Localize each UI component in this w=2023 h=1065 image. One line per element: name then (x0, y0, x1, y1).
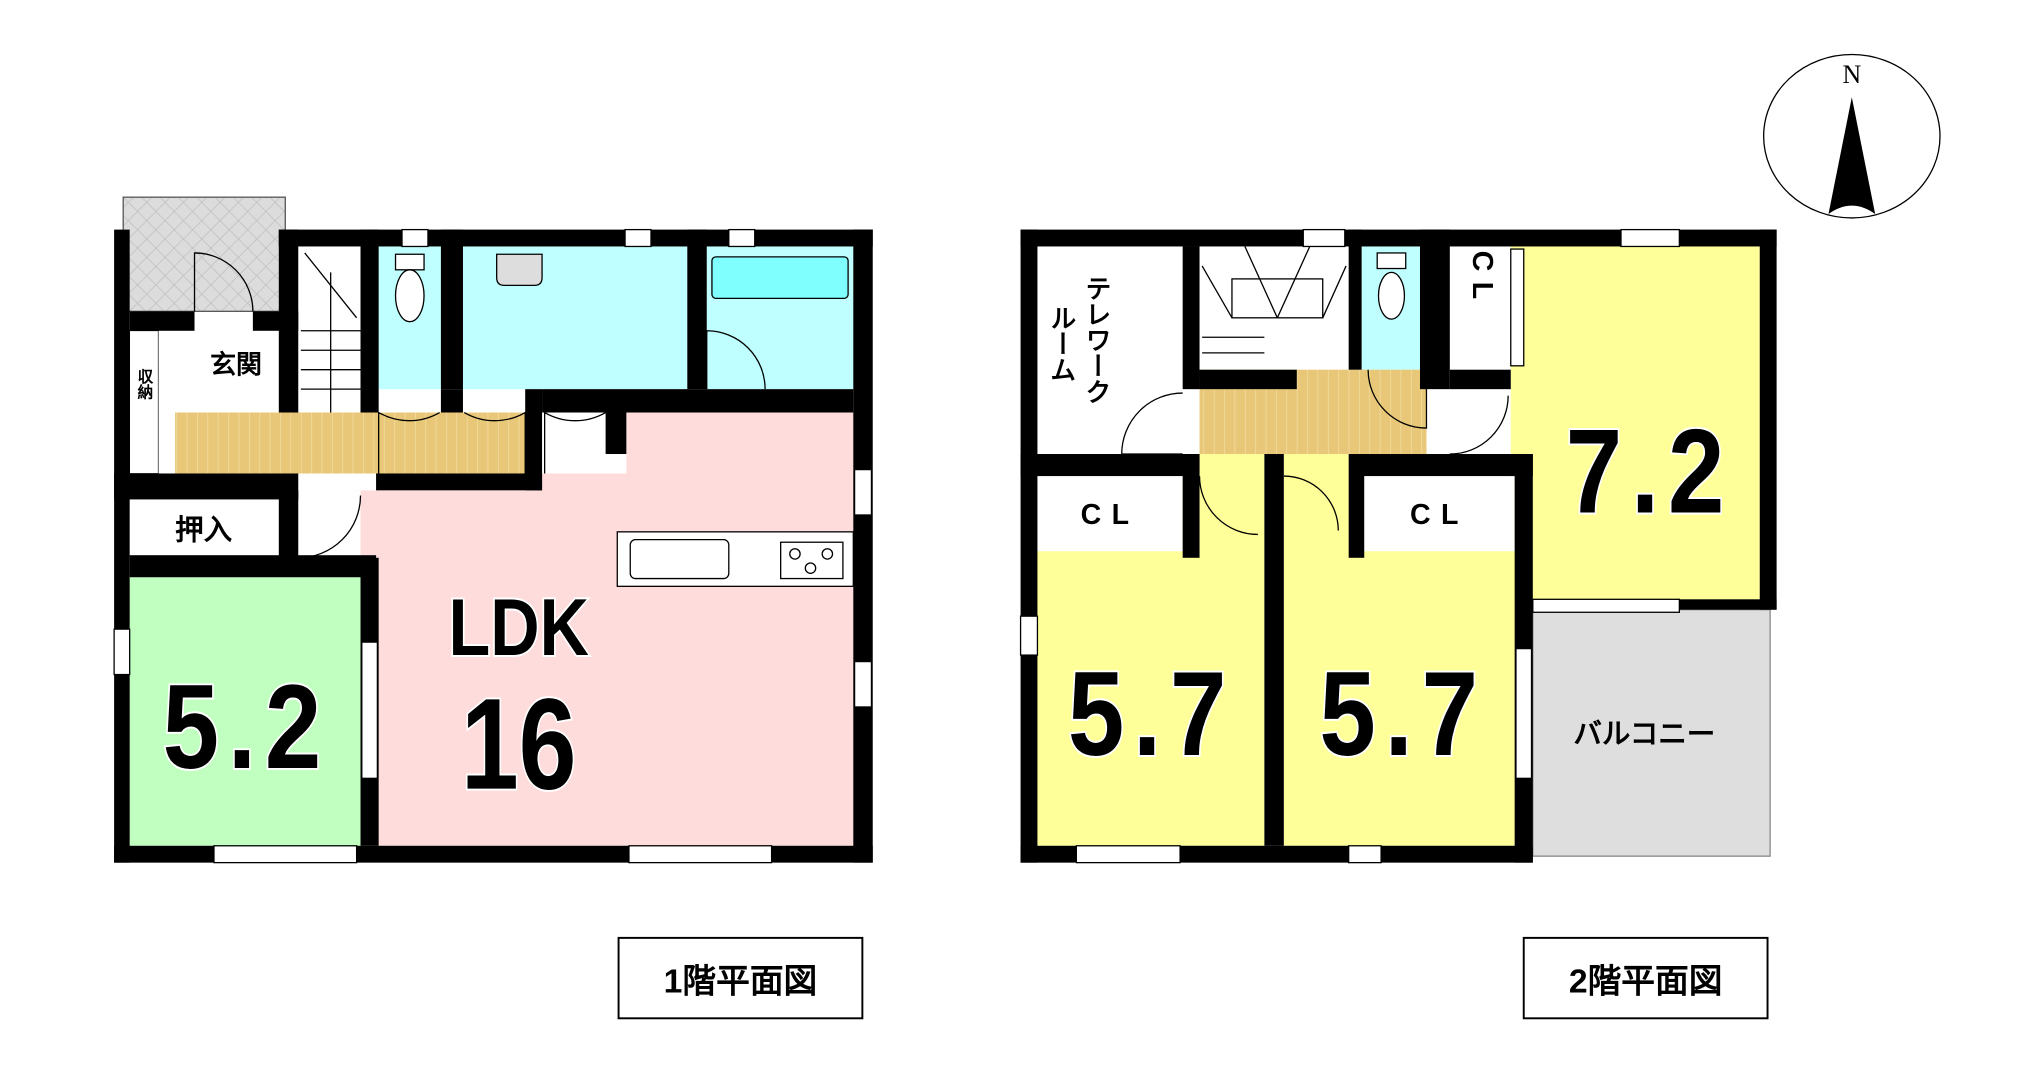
telework-room (1037, 246, 1183, 455)
bathtub-icon (711, 256, 849, 300)
oshiire-closet (129, 499, 279, 554)
door-swings-2f (1121, 369, 1509, 536)
room-7-2 (1510, 246, 1760, 600)
room-5-7-b (1283, 454, 1515, 846)
room-5-7-b-size: 5.7 (1319, 648, 1486, 781)
floor-2-plan: テレワーク ルーム CL CL CL 5.7 5.7 7.2 バルコニー (1019, 228, 1777, 864)
washbasin-icon (496, 253, 543, 287)
entrance-label: 玄関 (210, 350, 262, 380)
walls-2f (1020, 229, 1777, 863)
western-room-1f (129, 577, 364, 846)
floor-2-title: 2階平面図 (1569, 962, 1723, 1000)
balcony (1532, 609, 1771, 857)
closet-c (1449, 246, 1511, 370)
stairs-2f (1199, 246, 1349, 370)
north-arrow-icon (1828, 97, 1876, 215)
windows-2f (1019, 228, 1680, 864)
door-swings-1f (193, 252, 766, 559)
closet-b-label: CL (1410, 499, 1469, 531)
stair-treads-icon (1201, 246, 1347, 354)
windows-1f (113, 228, 873, 864)
hallway-1f (175, 412, 526, 474)
western-room-1f-size: 5.2 (163, 661, 330, 794)
floor-1-plan: 玄関 収納 押入 LDK 16 5.2 (113, 196, 873, 864)
room-5-7-a-size: 5.7 (1068, 648, 1235, 781)
floor-1-title: 1階平面図 (664, 962, 818, 1000)
telework-label-line1: テレワーク (1082, 275, 1110, 405)
door-area (298, 490, 361, 558)
ldk-label: LDK (449, 582, 590, 673)
closet-a-label: CL (1081, 499, 1140, 531)
floor-1-title-box: 1階平面図 (617, 936, 864, 1020)
kitchen-counter (616, 531, 854, 587)
closet-a (1037, 476, 1183, 552)
oshiire-label: 押入 (175, 514, 233, 547)
room-5-7-a (1037, 454, 1265, 846)
storage-area (129, 330, 159, 474)
floor-2-title-box: 2階平面図 (1522, 936, 1769, 1020)
telework-label-line2: ルーム (1047, 305, 1075, 383)
stove-icon (780, 541, 844, 580)
ldk-size: 16 (461, 672, 576, 817)
ldk-room (298, 412, 854, 846)
closet-b (1364, 476, 1515, 552)
toilet-icon (394, 253, 425, 323)
stair-treads-icon (300, 252, 361, 413)
balcony-label: バルコニー (1573, 718, 1715, 750)
north-compass: N (1762, 53, 1941, 219)
storage-label: 収納 (135, 368, 153, 401)
room-7-2-size: 7.2 (1566, 406, 1733, 539)
closet-c-label: CL (1466, 251, 1498, 310)
toilet-icon (1376, 252, 1407, 320)
compass-north-label: N (1842, 60, 1861, 89)
